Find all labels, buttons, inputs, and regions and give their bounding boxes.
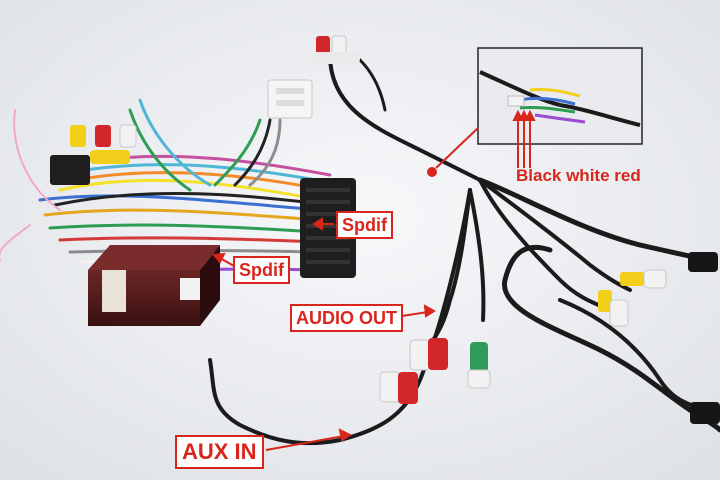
top-rca-pair xyxy=(312,35,360,64)
spdif-label-lower: Spdif xyxy=(233,256,290,284)
white-connector xyxy=(267,79,313,119)
audio-out-label: AUDIO OUT xyxy=(290,304,403,332)
bottom-rca-cluster xyxy=(379,338,491,404)
decoder-module xyxy=(88,245,220,326)
right-connectors xyxy=(598,252,720,424)
wire-color-label: Black white red xyxy=(516,166,641,185)
spdif-label-upper: Spdif xyxy=(336,211,393,239)
callout-arrows xyxy=(211,109,536,451)
black-main-connector xyxy=(300,178,356,278)
aux-in-label: AUX IN xyxy=(175,435,264,469)
left-rca-cluster xyxy=(50,124,137,185)
colored-wire-bundle xyxy=(0,98,332,274)
inset-closeup xyxy=(477,47,643,145)
black-cables xyxy=(208,53,720,446)
